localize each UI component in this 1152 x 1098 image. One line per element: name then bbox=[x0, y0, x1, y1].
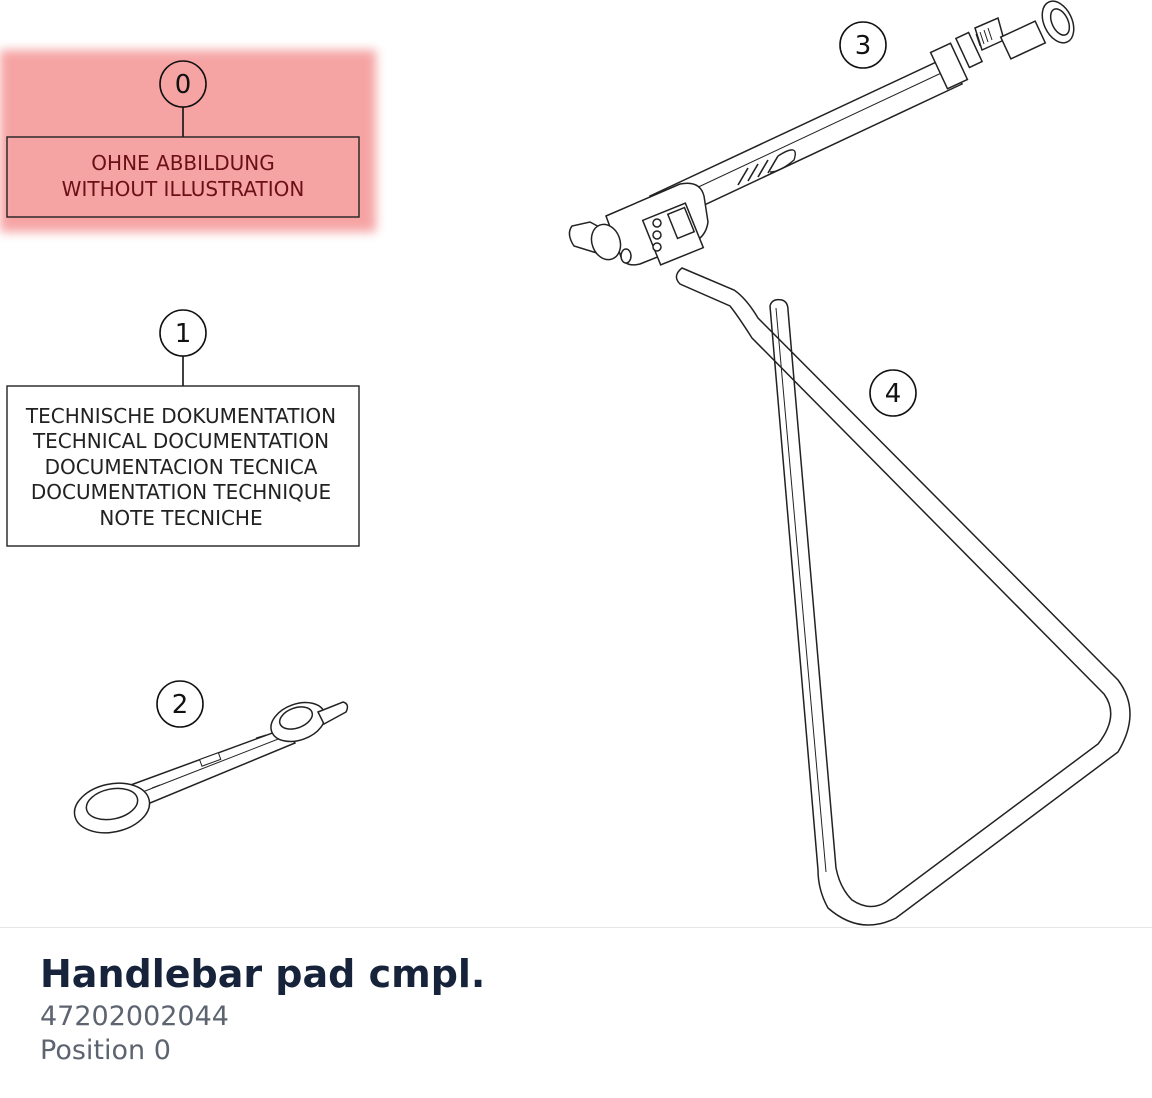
item-2-group[interactable]: 2 bbox=[70, 680, 349, 839]
callout-number-3: 3 bbox=[855, 31, 872, 61]
callout-circle-2 bbox=[156, 680, 204, 728]
part-number: 47202002044 bbox=[40, 1001, 229, 1032]
tire-pressure-gauge-icon bbox=[568, 0, 1075, 266]
documentation-line-2: TECHNICAL DOCUMENTATION bbox=[32, 429, 329, 453]
documentation-box bbox=[6, 385, 360, 547]
no-illustration-line-1: OHNE ABBILDUNG bbox=[91, 151, 274, 175]
callout-circle-3 bbox=[839, 21, 887, 69]
item-3-group[interactable]: 3 bbox=[568, 0, 1080, 266]
no-illustration-line-2: WITHOUT ILLUSTRATION bbox=[62, 177, 305, 201]
item-0-group[interactable]: 0 OHNE ABBILDUNG WITHOUT ILLUSTRATION bbox=[6, 60, 360, 218]
callout-number-4: 4 bbox=[885, 379, 902, 409]
footer-divider bbox=[0, 927, 1152, 928]
wrench-icon bbox=[73, 701, 349, 834]
documentation-line-1: TECHNISCHE DOKUMENTATION bbox=[25, 404, 336, 428]
item-1-group[interactable]: 1 TECHNISCHE DOKUMENTATION TECHNICAL DOC… bbox=[6, 309, 360, 547]
position-0-highlight bbox=[0, 50, 376, 232]
stand-bar-icon bbox=[675, 267, 1131, 926]
no-illustration-box bbox=[6, 136, 360, 218]
documentation-line-4: DOCUMENTATION TECHNIQUE bbox=[31, 480, 331, 504]
callout-number-2: 2 bbox=[172, 690, 189, 720]
part-title: Handlebar pad cmpl. bbox=[40, 952, 486, 996]
exploded-parts-diagram: 0 OHNE ABBILDUNG WITHOUT ILLUSTRATION 1 … bbox=[0, 0, 1131, 926]
part-info-panel: Handlebar pad cmpl. 47202002044 Position… bbox=[40, 948, 485, 1068]
callout-number-0: 0 bbox=[175, 70, 192, 100]
item-4-group[interactable]: 4 bbox=[675, 267, 1131, 926]
documentation-line-5: NOTE TECNICHE bbox=[99, 506, 262, 530]
callout-circle-4 bbox=[869, 369, 917, 417]
callout-number-1: 1 bbox=[175, 319, 192, 349]
documentation-line-3: DOCUMENTACION TECNICA bbox=[45, 455, 318, 479]
part-position: Position 0 bbox=[40, 1035, 171, 1066]
